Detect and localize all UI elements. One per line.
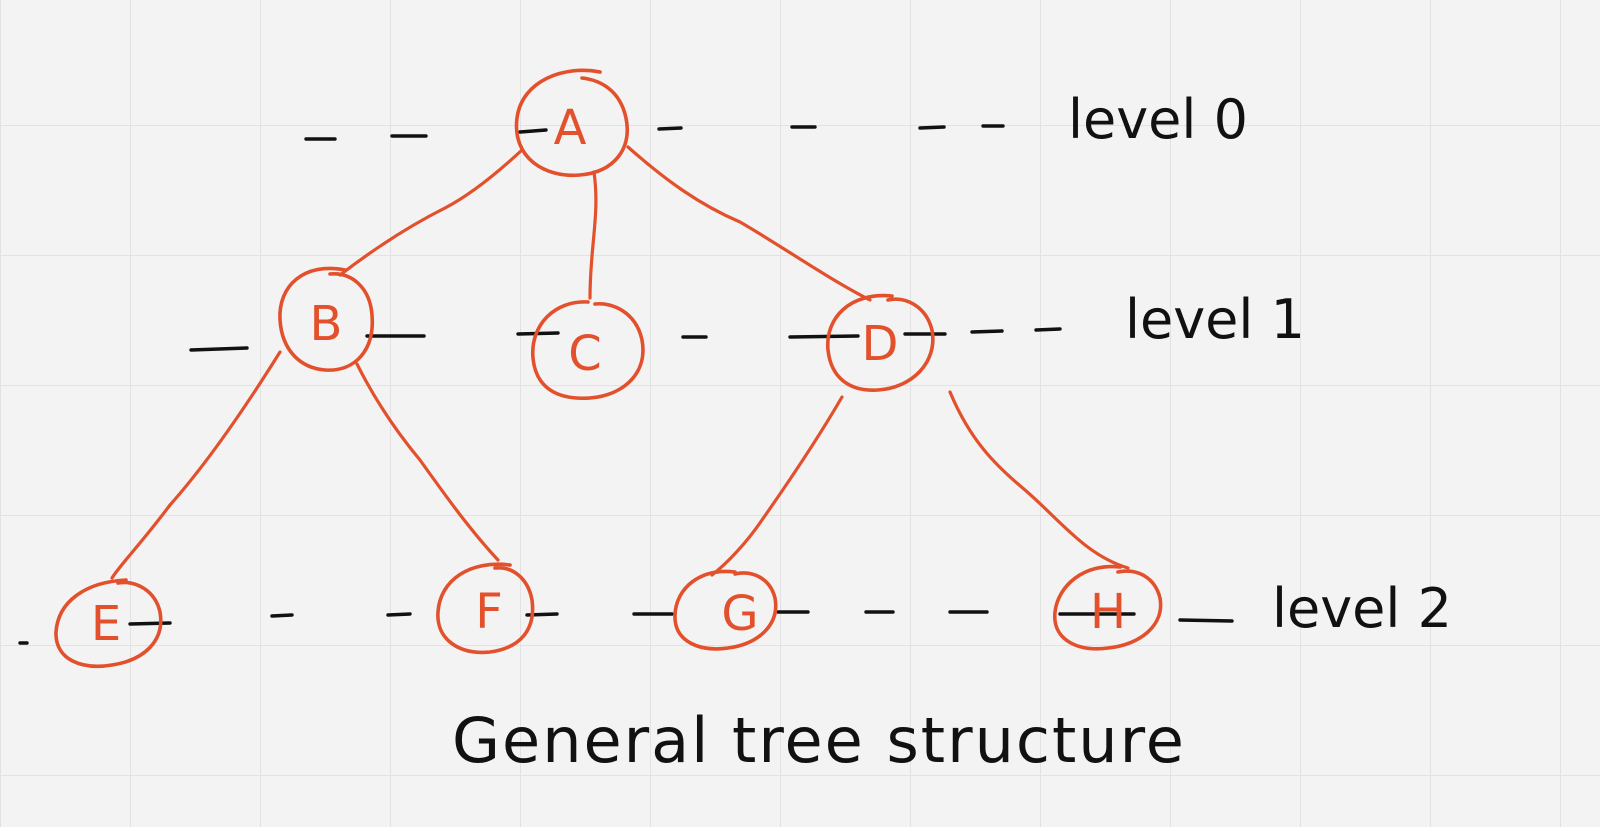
node-d-circle (826, 293, 935, 392)
level-0-dashes (304, 124, 1005, 141)
level-2-dash (386, 612, 412, 617)
level-1-dash (189, 346, 249, 352)
level-2-dash (128, 621, 172, 626)
node-c-circle (531, 300, 645, 401)
edge-a-b (338, 148, 524, 277)
node-d: D (826, 293, 935, 392)
level-0-dash (918, 125, 946, 130)
node-e-circle (54, 578, 163, 668)
node-b: B (278, 266, 375, 372)
node-g-circle (673, 569, 778, 651)
node-f-circle (436, 562, 535, 655)
node-h: H (1053, 564, 1163, 651)
node-a: A (514, 68, 629, 178)
edge-b-e (110, 350, 282, 580)
node-b-label: B (310, 296, 343, 352)
node-f-label: F (475, 584, 503, 640)
node-c-label: C (568, 326, 602, 382)
level-2-dash (270, 613, 294, 618)
edge-a-c (588, 170, 598, 300)
level-2-label: level 2 (1272, 577, 1452, 640)
level-1-dash (970, 329, 1004, 334)
level-1-dash (788, 334, 860, 339)
node-e: E (54, 578, 163, 668)
node-e-label: E (91, 596, 121, 652)
level-1-dashes (189, 327, 1062, 352)
level-2-dash (1178, 618, 1234, 623)
edge-b-f (355, 362, 500, 562)
level-0-dash (657, 126, 683, 131)
edges (110, 145, 1130, 580)
node-a-label: A (554, 100, 587, 156)
node-d-label: D (862, 316, 899, 372)
node-h-circle (1053, 564, 1163, 651)
edge-d-g (710, 395, 844, 577)
edge-a-d (626, 145, 872, 302)
node-a-circle (514, 68, 629, 178)
level-1-label: level 1 (1125, 288, 1305, 351)
node-f: F (436, 562, 535, 655)
level-0-label: level 0 (1068, 88, 1248, 151)
level-2-dashes (18, 610, 1234, 645)
level-1-dash (1034, 327, 1062, 332)
node-g-label: G (721, 586, 758, 642)
node-g: G (673, 569, 778, 651)
node-c: C (531, 300, 645, 401)
level-0-dash (518, 128, 548, 134)
diagram-caption: General tree structure (452, 704, 1186, 777)
node-h-label: H (1090, 584, 1126, 640)
node-b-circle (278, 266, 375, 372)
edge-d-h (948, 390, 1130, 570)
